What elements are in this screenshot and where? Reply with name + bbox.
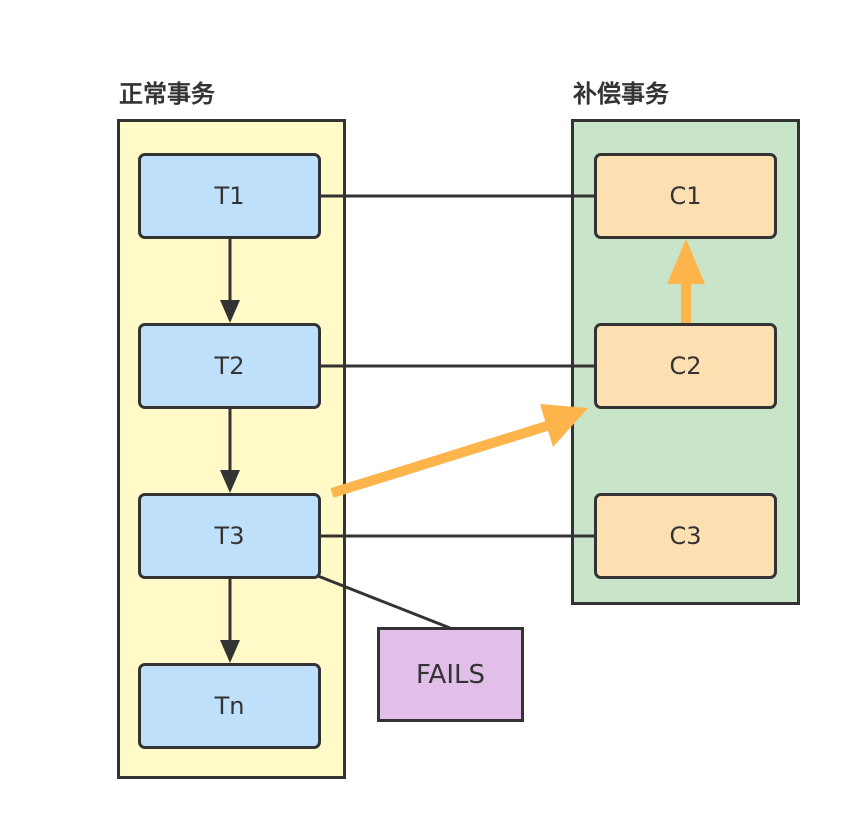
normal-transactions-title: 正常事务 [119, 80, 215, 108]
fails-node[interactable]: FAILS [377, 627, 524, 722]
transaction-node-t1[interactable]: T1 [138, 153, 321, 239]
compensation-transactions-title: 补偿事务 [573, 80, 669, 108]
compensation-node-c3[interactable]: C3 [594, 493, 777, 579]
transaction-node-t3[interactable]: T3 [138, 493, 321, 579]
compensation-node-c1[interactable]: C1 [594, 153, 777, 239]
compensation-node-c2[interactable]: C2 [594, 323, 777, 409]
transaction-node-t2[interactable]: T2 [138, 323, 321, 409]
transaction-node-tn[interactable]: Tn [138, 663, 321, 749]
compensation-arrow-t3-c2 [330, 404, 588, 498]
